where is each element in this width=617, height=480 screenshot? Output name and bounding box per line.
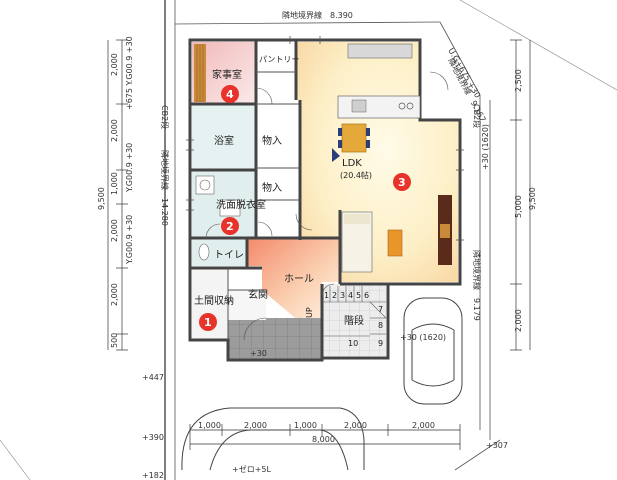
left-dim-1: 2,000 — [110, 53, 119, 76]
marker-1: 1 — [199, 313, 217, 331]
room-label-pantry: パントリー — [259, 55, 299, 64]
stair-number: 6 — [364, 291, 369, 300]
right-dim-3: 2,000 — [514, 309, 523, 332]
room-label-entrance: 玄関 — [248, 288, 268, 301]
level-left-3: Y.G00.9 +30 — [125, 215, 134, 265]
car-icon — [181, 407, 365, 471]
right-dim-1: 2,500 — [514, 69, 523, 92]
left-dim-4: 2,000 — [110, 219, 119, 242]
marker-2: 2 — [221, 217, 239, 235]
stair-number: 5 — [356, 291, 361, 300]
level-left-182: +182 — [142, 471, 164, 480]
right-dim-2: 5,000 — [514, 195, 523, 218]
room-label-study: 家事室 — [212, 68, 242, 81]
bottom-dim-3: 1,000 — [294, 421, 317, 430]
room-label-shoe-storage: 土間収納 — [194, 294, 234, 307]
kitchen-fixtures — [332, 43, 452, 273]
marker-3: 3 — [393, 173, 411, 191]
door-swings — [205, 71, 449, 341]
stair-number: 3 — [340, 291, 345, 300]
stair-steps — [322, 286, 387, 337]
stair-number: 8 — [378, 321, 383, 330]
svg-text:3: 3 — [398, 176, 406, 189]
stair-number: 1 — [324, 291, 329, 300]
up-label: UP — [305, 307, 314, 318]
right-boundary-upper: 隣地境界線 9.167 — [446, 56, 488, 123]
svg-text:2: 2 — [226, 220, 234, 233]
svg-text:4: 4 — [226, 88, 234, 101]
room-label-ldk-size: (20.4帖) — [340, 170, 372, 180]
top-boundary-label: 隣地境界線 8.390 — [282, 10, 353, 20]
stair-number: 10 — [348, 339, 358, 348]
left-dimension-chain — [107, 39, 128, 351]
left-dim-5: 2,000 — [110, 283, 119, 306]
level-left-447: +447 — [142, 373, 164, 382]
bath-fixtures — [195, 175, 241, 261]
level-left-1: +675 Y.G00.9 +30 — [125, 36, 134, 110]
right-cb-label: CB2段 — [472, 104, 482, 128]
bottom-dim-2: 2,000 — [244, 421, 267, 430]
left-boundary-label: 隣地境界線 14.280 — [160, 150, 170, 226]
room-label-toilet: トイレ — [214, 250, 244, 261]
room-label-laundry: 洗面脱衣室 — [216, 198, 266, 211]
stair-number: 2 — [332, 291, 337, 300]
stair-number: 4 — [348, 291, 353, 300]
right-dimension-chain — [510, 39, 531, 351]
bottom-dim-4: 2,000 — [344, 421, 367, 430]
marker-4: 4 — [221, 85, 239, 103]
level-left-2: Y.G00.9 +30 — [125, 143, 134, 193]
room-label-stairs: 階段 — [344, 314, 364, 327]
left-total: 9,500 — [97, 187, 106, 210]
bottom-total: 8,000 — [312, 435, 335, 444]
room-label-bath: 浴室 — [214, 134, 234, 147]
level-left-390: +390 — [142, 433, 164, 442]
room-label-hall: ホール — [284, 273, 314, 285]
right-boundary-lower: 隣地境界線 9.179 — [472, 250, 482, 321]
room-label-ldk: LDK — [342, 158, 362, 169]
stair-number: 7 — [378, 305, 383, 314]
left-dim-3: 1,000 — [110, 172, 119, 195]
walls — [188, 38, 462, 362]
bottom-dim-1: 1,000 — [198, 421, 221, 430]
left-dim-2: 2,000 — [110, 119, 119, 142]
svg-text:1: 1 — [204, 316, 212, 329]
level-entrance: +30 — [250, 349, 267, 358]
room-label-storage-2: 物入 — [262, 181, 282, 194]
level-stair: +30 (1620) — [400, 333, 446, 342]
left-dim-6: 500 — [110, 333, 119, 348]
room-label-storage-1: 物入 — [262, 134, 282, 147]
level-right-307: +307 — [486, 441, 508, 450]
car-icon — [403, 297, 463, 405]
bottom-dim-5: 2,000 — [412, 421, 435, 430]
level-right-1: +30 (1620) — [481, 124, 490, 170]
stair-number: 9 — [378, 339, 383, 348]
bottom-label: +ゼロ+5L — [232, 464, 271, 474]
windows — [186, 36, 464, 241]
left-cb-label: CB2段 — [160, 105, 170, 129]
right-total: 9,500 — [528, 187, 537, 210]
